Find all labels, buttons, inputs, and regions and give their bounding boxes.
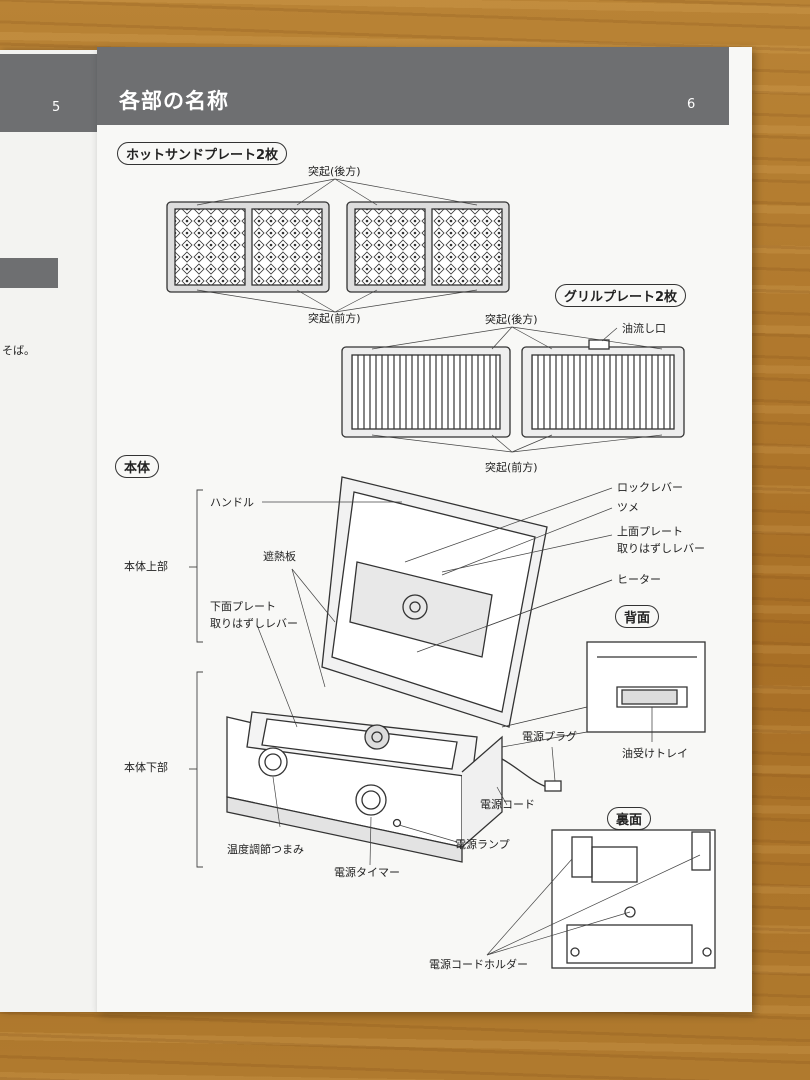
main-unit-drawing [226, 476, 562, 863]
hotsand-plate-right [346, 201, 510, 293]
left-page-gray-block [0, 258, 58, 288]
page-title: 各部の名称 [119, 89, 229, 113]
grill-label-drain: 油流し口 [622, 322, 666, 335]
power-timer-label: 電源タイマー [334, 866, 400, 879]
drip-tray-label: 油受けトレイ [622, 747, 688, 760]
page-number: 6 [687, 97, 696, 112]
grill-heading: グリルプレート2枚 [555, 284, 687, 307]
grill-plate-left [341, 346, 511, 438]
main-unit-leader-lines [256, 487, 613, 866]
left-page: 5 そば。 [0, 50, 98, 1012]
hotsand-heading: ホットサンドプレート2枚 [117, 142, 288, 165]
upper-unit-label: 本体上部 [124, 560, 168, 573]
hotsand-leader-lines [196, 178, 478, 313]
lower-unit-label: 本体下部 [124, 761, 168, 774]
power-cord-label: 電源コード [480, 798, 535, 811]
left-page-number: 5 [52, 100, 61, 115]
right-page: 各部の名称 6 [97, 47, 752, 1012]
left-page-header-band [0, 54, 98, 132]
diagram-artwork [166, 178, 716, 969]
power-lamp-label: 電源ランプ [455, 838, 510, 851]
upper-plate-lever-label-2: 取りはずしレバー [617, 542, 705, 555]
upper-plate-lever-label-1: 上面プレート [617, 525, 683, 538]
lock-lever-label: ロックレバー [617, 481, 683, 494]
handle-label: ハンドル [210, 496, 254, 509]
bottom-view-drawing [486, 829, 716, 969]
left-page-text-fragment: そば。 [2, 344, 35, 357]
grill-leader-lines [371, 326, 663, 453]
header-band [97, 47, 729, 125]
hotsand-plate-left [166, 201, 330, 293]
temp-knob-label: 温度調節つまみ [227, 843, 304, 856]
cord-holder-label: 電源コードホルダー [429, 958, 528, 971]
hotsand-label-back: 突起(後方) [308, 165, 361, 178]
main-unit-heading: 本体 [115, 455, 160, 478]
claw-label: ツメ [617, 501, 639, 514]
bottom-view-heading: 裏面 [607, 807, 652, 830]
hotsand-label-front: 突起(前方) [308, 312, 361, 325]
lower-plate-lever-label-1: 下面プレート [210, 600, 276, 613]
heat-shield-label: 遮熱板 [263, 550, 296, 563]
grill-label-front: 突起(前方) [485, 461, 538, 474]
back-view-inset [501, 641, 706, 748]
grill-label-back: 突起(後方) [485, 313, 538, 326]
heater-label: ヒーター [617, 573, 661, 586]
section-brackets [189, 489, 203, 868]
lower-plate-lever-label-2: 取りはずしレバー [210, 617, 298, 630]
back-view-heading: 背面 [615, 605, 660, 628]
power-plug-label: 電源プラグ [522, 730, 577, 743]
grill-plate-right [521, 339, 685, 438]
